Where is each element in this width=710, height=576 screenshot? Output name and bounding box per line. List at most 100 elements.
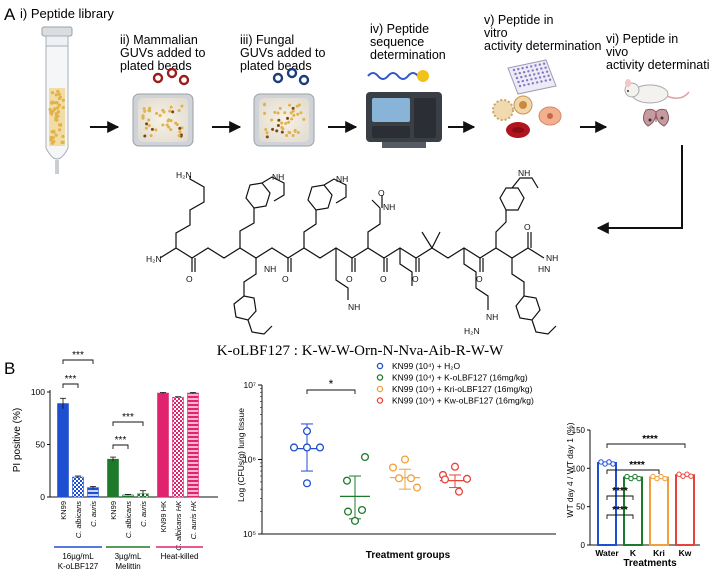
svg-text:H₂N: H₂N bbox=[176, 170, 192, 180]
bead-dot bbox=[60, 140, 64, 144]
chart2-data-point bbox=[406, 474, 416, 483]
bead-dot bbox=[155, 111, 159, 115]
chart2-data-point bbox=[400, 455, 410, 464]
bead-dot bbox=[171, 110, 175, 114]
chart1-group-label: Melittin bbox=[115, 562, 140, 571]
bead-dot bbox=[142, 107, 146, 111]
well-dot bbox=[527, 83, 530, 86]
bead-dot bbox=[276, 111, 280, 115]
bead-dot bbox=[276, 123, 280, 127]
chart1-bar bbox=[157, 392, 169, 498]
chart3-category-label: Kri bbox=[653, 548, 665, 558]
bead-dot bbox=[56, 110, 61, 114]
chart1-significance-label: *** bbox=[65, 374, 77, 385]
bead-dot bbox=[54, 101, 59, 105]
well-dot bbox=[517, 67, 520, 71]
bead-dot bbox=[289, 111, 293, 115]
well-dot bbox=[531, 82, 535, 85]
chart1-y-tick-label: 50 bbox=[36, 440, 46, 450]
chart2-legend-marker bbox=[376, 362, 384, 370]
bead-dot bbox=[154, 128, 158, 132]
well-dot bbox=[521, 67, 524, 70]
svg-text:O: O bbox=[186, 274, 193, 284]
svg-text:O: O bbox=[476, 274, 483, 284]
weight-ratio-bar-chart: WT day 4 / WT day 1 (%) Treatments 05010… bbox=[565, 422, 700, 569]
chart2-data-point bbox=[302, 427, 312, 436]
chart2-data-point bbox=[394, 474, 404, 483]
chart2-data-point bbox=[350, 516, 360, 525]
bead-dot bbox=[271, 127, 275, 131]
bead-dot bbox=[169, 105, 173, 109]
well-dot bbox=[548, 78, 552, 81]
well-dot bbox=[538, 63, 541, 66]
bead-dot bbox=[295, 104, 299, 108]
bead-dot bbox=[174, 121, 178, 125]
plate-illustration-mammalian bbox=[132, 93, 194, 147]
well-dot bbox=[517, 80, 520, 84]
chart2-y-tick-label: 10⁵ bbox=[243, 529, 256, 539]
chart1-bar bbox=[107, 458, 119, 498]
well-dot bbox=[527, 70, 530, 73]
well-dot bbox=[525, 66, 529, 69]
well-dot bbox=[543, 75, 546, 78]
svg-text:NH: NH bbox=[272, 172, 284, 182]
chart1-significance-label: *** bbox=[115, 435, 127, 446]
chart3-xlabel: Treatments bbox=[623, 558, 677, 569]
chart1-bar bbox=[187, 392, 199, 498]
bead-dot bbox=[286, 116, 290, 120]
lung-cfu-scatter-chart: Log (CFUs/g) lung tissue Treatment group… bbox=[236, 361, 556, 561]
bead-dot bbox=[277, 118, 281, 122]
svg-text:H₂N: H₂N bbox=[146, 254, 162, 264]
well-dot bbox=[528, 74, 532, 77]
well-dot bbox=[518, 71, 521, 75]
bead-dot bbox=[285, 133, 289, 137]
well-dot bbox=[524, 75, 527, 78]
chart3-y-tick-label: 50 bbox=[576, 503, 585, 512]
bead-dot bbox=[147, 124, 151, 128]
bead-dot bbox=[177, 134, 181, 138]
bead-dot bbox=[290, 117, 294, 121]
svg-text:NH: NH bbox=[336, 174, 348, 184]
chart1-group-label: 3µg/mL bbox=[115, 552, 142, 561]
chart1-bar bbox=[72, 476, 84, 498]
chart1-significance-label: *** bbox=[122, 412, 134, 423]
well-dot bbox=[518, 84, 522, 88]
chart2-significance-bracket bbox=[306, 389, 356, 394]
well-dot bbox=[544, 66, 547, 69]
well-dot bbox=[535, 68, 539, 71]
bead-dot bbox=[143, 134, 147, 138]
svg-text:NH: NH bbox=[383, 202, 395, 212]
bead-dot bbox=[52, 129, 56, 133]
well-dot bbox=[544, 79, 547, 82]
well-dot bbox=[541, 71, 544, 74]
chart2-ylabel: Log (CFUs/g) lung tissue bbox=[236, 408, 246, 502]
well-dot bbox=[530, 65, 533, 68]
bead-dot bbox=[54, 115, 58, 119]
well-dot bbox=[522, 71, 526, 74]
bead-dot bbox=[263, 111, 267, 115]
svg-text:O: O bbox=[380, 274, 387, 284]
well-dot bbox=[542, 62, 546, 65]
well-dot bbox=[540, 67, 543, 70]
svg-text:NH: NH bbox=[518, 168, 530, 178]
bead-dot bbox=[292, 113, 296, 117]
chart2-legend-marker bbox=[376, 385, 384, 393]
chart1-category-label: KN99 HK bbox=[159, 501, 168, 532]
chart2-data-point bbox=[315, 443, 325, 452]
chart2-y-tick-label: 10⁷ bbox=[243, 380, 256, 390]
chart1-bar bbox=[57, 403, 69, 498]
bead-dot bbox=[54, 112, 58, 116]
well-dot bbox=[512, 68, 516, 72]
well-dot bbox=[520, 75, 523, 79]
chart1-y-tick-label: 0 bbox=[40, 492, 45, 502]
chart3-category-label: K bbox=[630, 548, 637, 558]
well-dot bbox=[540, 80, 543, 83]
bead-dot bbox=[264, 127, 268, 131]
bead-dot bbox=[288, 103, 292, 107]
bead-column-illustration bbox=[41, 26, 73, 174]
chart1-category-label: KN99 bbox=[59, 501, 68, 520]
bead-dot bbox=[280, 130, 284, 134]
bead-dot bbox=[141, 115, 145, 119]
